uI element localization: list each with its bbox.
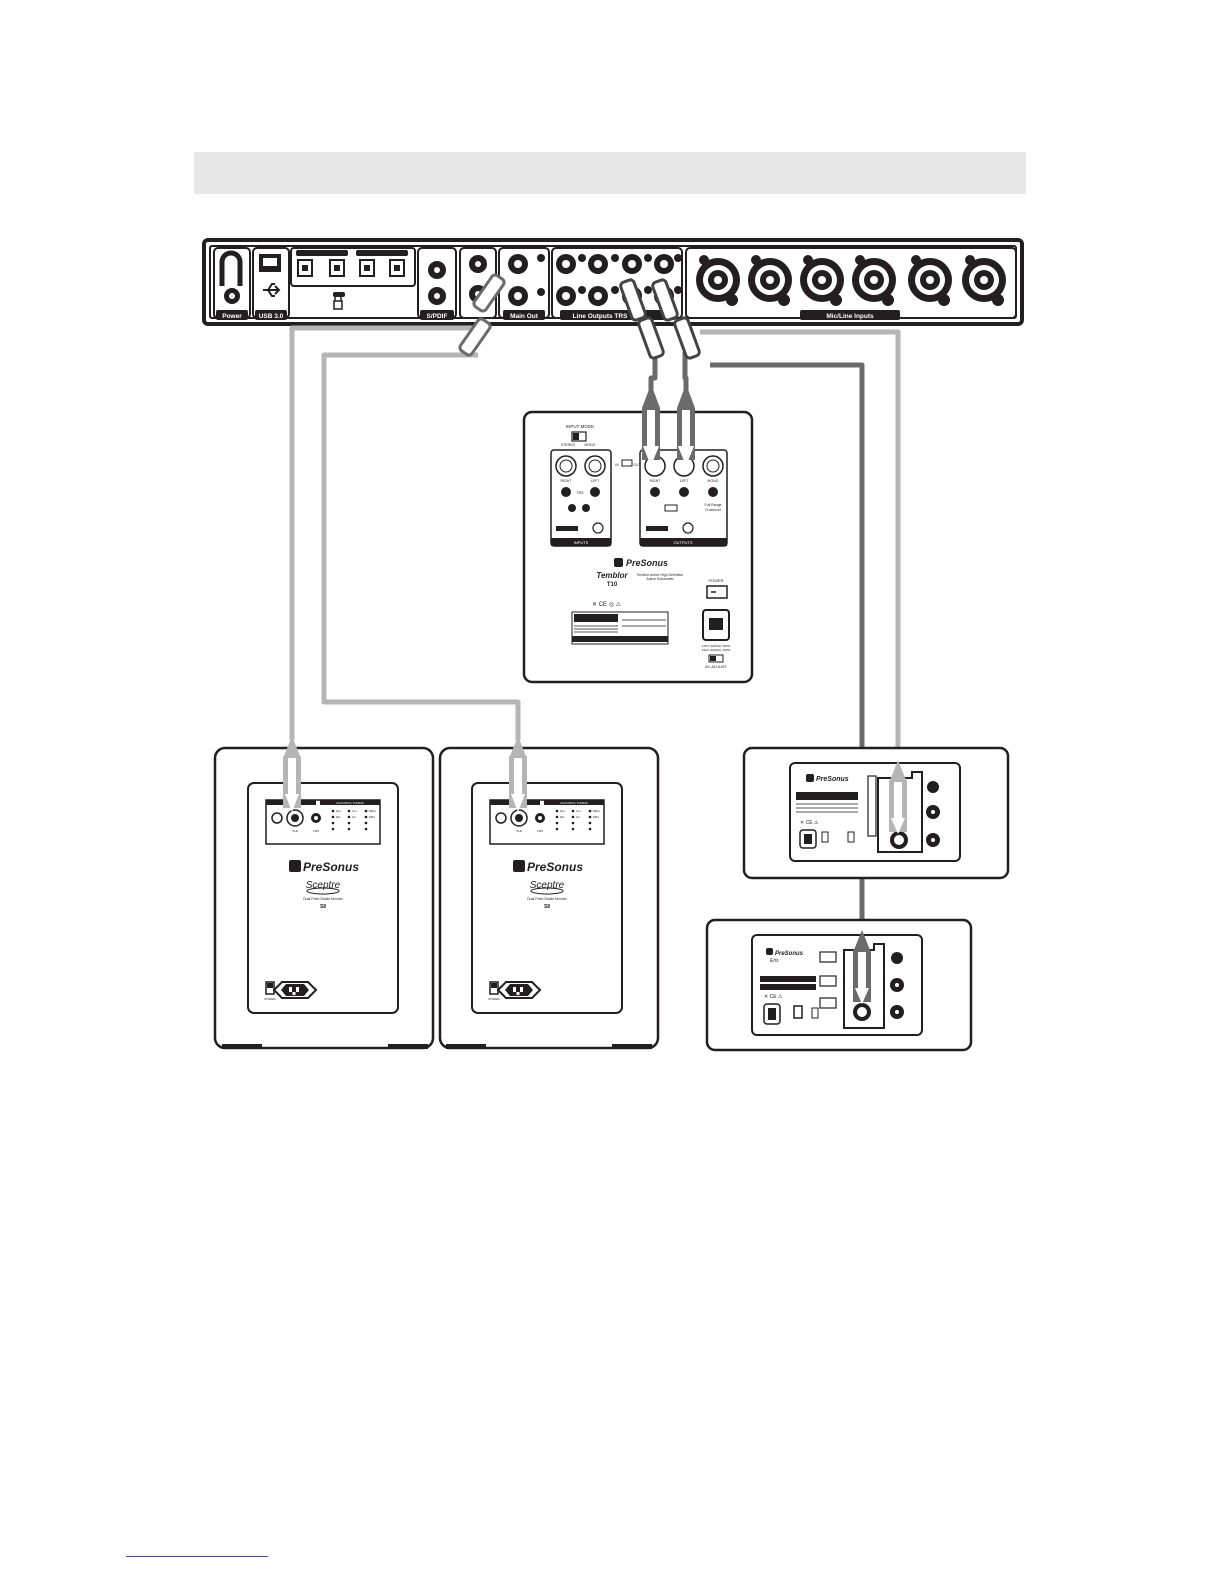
power-rating-2: 230V~50/60Hz 350W	[702, 648, 731, 652]
tuning-3: LF-	[352, 815, 357, 819]
subwoofer-power-label: POWER	[708, 578, 723, 583]
small-monitor-lower-brand: PreSonus	[775, 951, 804, 957]
usb-section: USB 3.0	[252, 247, 290, 320]
audio-interface: Power USB 3.0	[202, 238, 1024, 326]
monitor-model: S8	[320, 904, 326, 910]
power-rating-1: 115V~50/60Hz 350W	[702, 644, 731, 648]
mic-line-inputs-label: Mic/Line Inputs	[826, 313, 874, 320]
line-outputs-label: Line Outputs TRS	[573, 313, 629, 320]
cables	[289, 273, 901, 930]
monitor-brand: PreSonus	[527, 860, 583, 874]
monitor-power-label: POWER	[264, 997, 276, 1001]
compliance-marks: ✕ CE ◎ ⚠	[592, 601, 622, 608]
monitor-s8-right: ACOUSTIC TUNING XLR TRS HF+ HF- LF+ LF- …	[438, 746, 660, 1050]
output-right-label: RIGHT	[650, 479, 662, 483]
output-left-label: LEFT	[680, 479, 689, 483]
input-trs-label: TRS	[577, 491, 585, 495]
subwoofer-t10: INPUT MODE STEREO MONO RIGHT LEFT TRS IN…	[522, 410, 754, 684]
bypass-out-label: OUT	[633, 463, 641, 467]
monitor-description: Dual Point Studio Monitor	[303, 897, 344, 901]
spdif-section: S/PDIF	[417, 247, 457, 320]
compliance-marks: ✕ CE ⚠	[800, 820, 819, 826]
tuning-2: LF+	[352, 809, 358, 813]
tuning-1: HF-	[336, 815, 341, 819]
input-mode-label: INPUT MODE	[566, 424, 594, 429]
ac-adjust-label: AC ADJUST	[705, 664, 728, 669]
sub-arrows	[642, 384, 695, 466]
full-range-label: Full Range	[705, 503, 722, 507]
input-right-label: RIGHT	[561, 479, 573, 483]
trs-label: TRS	[313, 829, 319, 833]
tuning-4: MID+	[369, 809, 376, 813]
input-left-label: LEFT	[591, 479, 600, 483]
cable-monitor-upper	[700, 329, 901, 765]
mic-line-inputs-section: Mic/Line Inputs	[685, 247, 1017, 320]
monitor-power-label: POWER	[488, 997, 500, 1001]
line-out-plugs	[619, 278, 701, 360]
monitor-product-line: Sceptre	[530, 880, 565, 891]
tuning-3: LF-	[576, 815, 581, 819]
input-mode-left: STEREO	[561, 443, 576, 447]
power-label: Power	[222, 313, 242, 320]
cable-main-left	[289, 325, 490, 740]
compliance-marks: ✕ CE ⚠	[764, 994, 783, 1000]
xlr-label: XLR	[516, 829, 523, 833]
crossover-label: Crossover	[705, 508, 722, 512]
subwoofer-brand: PreSonus	[626, 558, 668, 568]
monitor-model: S8	[544, 904, 550, 910]
monitor-product-line: Sceptre	[306, 880, 341, 891]
main-out-label: Main Out	[510, 313, 539, 320]
main-out-plugs	[458, 273, 506, 357]
tuning-1: HF-	[560, 815, 565, 819]
monitor-description: Dual Point Studio Monitor	[527, 897, 568, 901]
small-monitor-lower: PreSonus Eris ✕ CE ⚠	[705, 918, 973, 1052]
acoustic-tuning-label: ACOUSTIC TUNING	[560, 801, 588, 805]
cable-monitor-lower	[710, 362, 865, 930]
small-monitor-arrows	[853, 760, 907, 1004]
bypass-in-label: IN	[615, 463, 619, 467]
tuning-5: MID-	[593, 815, 600, 819]
optical-ports	[290, 247, 416, 310]
power-section: Power	[213, 247, 251, 320]
header-band	[194, 152, 1026, 194]
tuning-5: MID-	[369, 815, 376, 819]
spdif-label: S/PDIF	[427, 313, 448, 320]
acoustic-tuning-label: ACOUSTIC TUNING	[336, 801, 364, 805]
subwoofer-desc-1: Temblor Active High Definition	[637, 573, 684, 577]
cable-main-right	[321, 352, 521, 740]
input-mode-right: MONO	[585, 443, 596, 447]
monitor-s8-left: ACOUSTIC TUNING XLR TRS HF+ HF- LF+ LF- …	[213, 746, 435, 1050]
small-monitor-brand: PreSonus	[816, 776, 849, 783]
monitor-brand: PreSonus	[303, 860, 359, 874]
small-monitor-lower-product: Eris	[770, 958, 779, 964]
tuning-0: HF+	[560, 809, 566, 813]
trs-label: TRS	[537, 829, 543, 833]
usb-label: USB 3.0	[259, 313, 284, 320]
tuning-2: LF+	[576, 809, 582, 813]
tuning-0: HF+	[336, 809, 342, 813]
inputs-caption: INPUTS	[574, 540, 589, 545]
subwoofer-model: T10	[607, 582, 618, 588]
xlr-label: XLR	[292, 829, 299, 833]
footer-rule	[126, 1556, 268, 1557]
output-mono-label: MONO	[708, 479, 719, 483]
outputs-caption: OUTPUTS	[673, 540, 692, 545]
subwoofer-desc-2: Active Subwoofer	[646, 577, 674, 581]
s8-arrows	[283, 736, 527, 812]
tuning-4: MID+	[593, 809, 600, 813]
small-monitor-upper: PreSonus ✕ CE ⚠	[742, 746, 1010, 880]
subwoofer-product-line: Temblor	[596, 571, 628, 580]
